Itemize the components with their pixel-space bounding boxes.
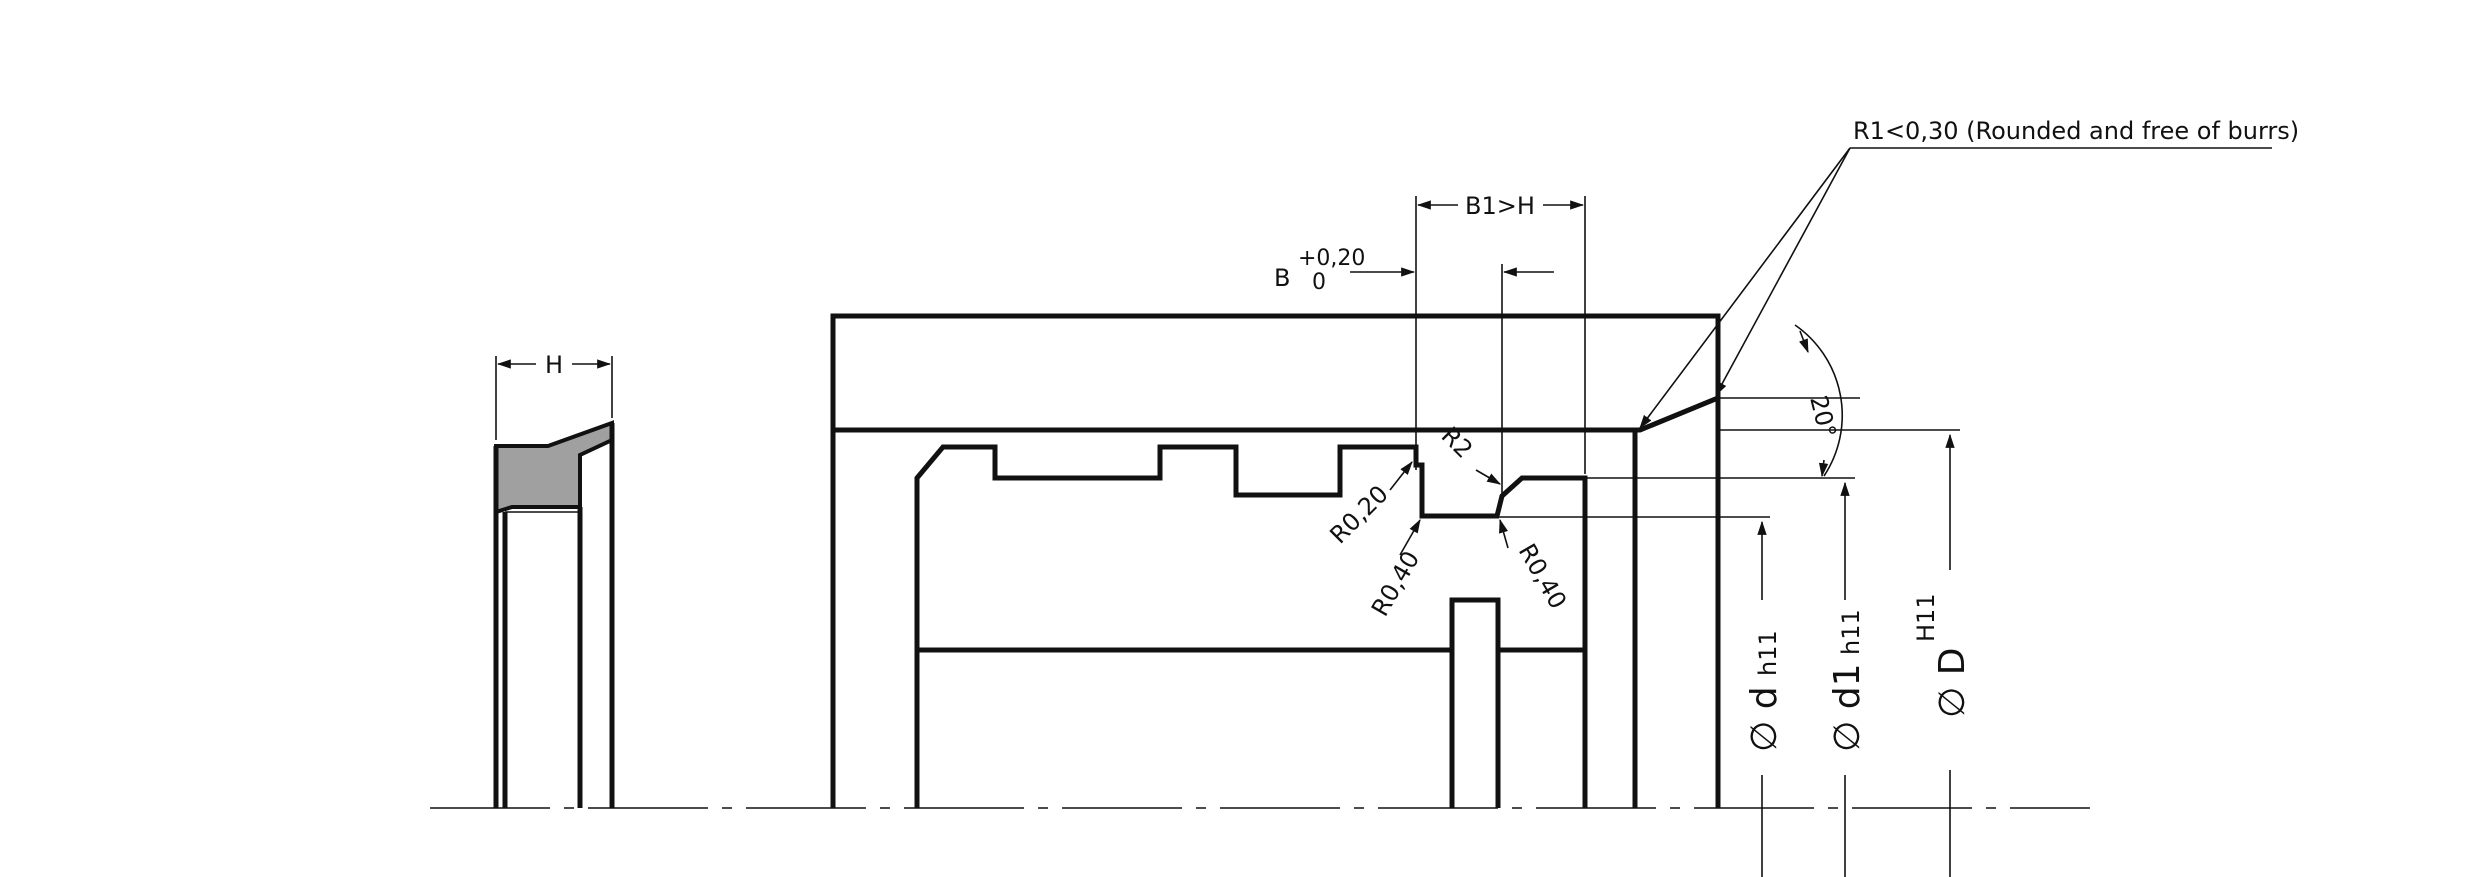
- diameter-d: ∅ d h11: [1744, 520, 1785, 877]
- dimension-b: B +0,20 0: [1274, 246, 1554, 496]
- diameter-d1: ∅ d1 h11: [1827, 481, 1868, 877]
- phi-d1-label: ∅ d1: [1827, 663, 1868, 752]
- diameter-extensions: [1498, 429, 1960, 518]
- r1-note: R1<0,30 (Rounded and free of burrs): [1639, 117, 2299, 429]
- h-label: H: [545, 351, 563, 379]
- angle-label: 20°: [1804, 393, 1841, 441]
- seal-lip-fill: [494, 420, 614, 515]
- phi-d-tol: h11: [1754, 630, 1782, 676]
- angle-dimension: 20°: [1718, 324, 1860, 478]
- b1-label: B1>H: [1465, 192, 1535, 220]
- phi-D-tol: H11: [1912, 593, 1940, 642]
- seal-profile: [493, 420, 615, 808]
- r020-label: R0,20: [1324, 480, 1393, 549]
- r040-left-label: R0,40: [1366, 546, 1425, 621]
- b-tol-lower: 0: [1312, 270, 1326, 295]
- dimension-b1: B1>H: [1415, 192, 1586, 474]
- b-label: B: [1274, 264, 1290, 292]
- diameter-D: ∅ D H11: [1912, 433, 1973, 877]
- b-tol-upper: +0,20: [1298, 246, 1365, 271]
- radius-labels: R2 R0,20 R0,40 R0,40: [1324, 421, 1572, 621]
- r040-right-label: R0,40: [1513, 539, 1572, 614]
- phi-d1-tol: h11: [1837, 609, 1865, 655]
- phi-D-label: ∅ D: [1932, 647, 1973, 718]
- dimension-h: H: [495, 351, 613, 440]
- phi-d-label: ∅ d: [1744, 686, 1785, 752]
- r1-note-text: R1<0,30 (Rounded and free of burrs): [1853, 117, 2299, 145]
